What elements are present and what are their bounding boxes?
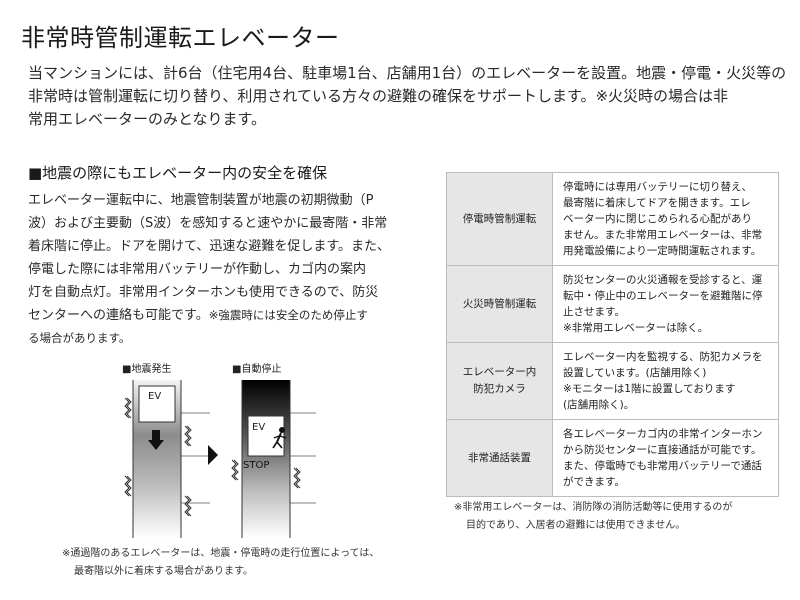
table-desc-line: 転中・停止中のエレベーターを避難階に停 [563,290,763,302]
intro-line: 非常時は管制運転に切り替り、利用されている方々の避難の確保をサポートします。※火… [28,87,729,105]
table-row-desc: 各エレベーターカゴ内の非常インターホン から防災センターに直接通話が可能です。 … [552,419,779,497]
table-desc-line: ※モニターは1階に設置しております [563,383,736,395]
table-desc-line: ません。また非常用エレベーターは、非常 [563,229,763,241]
table-row-desc: 防災センターの火災通報を受診すると、運 転中・停止中のエレベーターを避難階に停 … [552,265,779,343]
elevator-diagram-graphic [124,380,316,538]
running-person-icon [272,427,287,449]
right-triangle-icon [208,445,218,465]
table-desc-line: 防災センターの火災通報を受診すると、運 [563,274,763,286]
footnote-left: ※通過階のあるエレベーターは、地震・停電時の走行位置によっては、 最寄階以外に着… [62,545,379,581]
table-desc-line: ※非常用エレベーターは除く。 [563,322,709,334]
table-label-line: エレベーター内 [462,366,537,378]
table-row-desc: エレベーター内を監視する、防犯カメラを 設置しています。(店舗用除く) ※モニタ… [552,342,779,420]
table-label-line: 停電時管制運転 [462,212,537,225]
section-body-line: 灯を自動点灯。非常用インターホンも使用できるので、防災 [28,285,379,300]
ev-label-left: EV [148,391,162,402]
footnote-line: ※通過階のあるエレベーターは、地震・停電時の走行位置によっては、 [62,548,380,559]
table-row: エレベーター内 防犯カメラ エレベーター内を監視する、防犯カメラを 設置していま… [446,342,779,420]
intro-line: 常用エレベーターのみとなります。 [28,110,267,128]
table-row-label: 非常通話装置 [446,419,553,497]
intro-line: 当マンションには、計6台（住宅用4台、駐車場1台、店舗用1台）のエレベーターを設… [28,64,787,82]
table-desc-line: 最寄階に着床してドアを開きます。エレ [563,197,751,209]
footnote-line: 目的であり、入居者の避難には使用できません。 [466,520,686,531]
diagram-label-autostop: ■自動停止 [232,364,282,375]
section-body-line: センターへの連絡も可能です。※強震時には安全のため停止す [28,304,390,327]
table-desc-line: 用発電設備により一定時間運転されます。 [563,245,762,257]
section-body-note: ※強震時には安全のため停止す [208,308,368,322]
section-body-line: 着床階に停止。ドアを開けて、迅速な避難を促します。また、 [28,239,391,254]
table-label-line: 非常通話装置 [468,451,531,464]
intro-text: 当マンションには、計6台（住宅用4台、駐車場1台、店舗用1台）のエレベーターを設… [28,62,787,131]
table-row-label: 火災時管制運転 [446,265,553,343]
elevator-diagram: ■地震発生 ■自動停止 [110,358,330,538]
section-heading: ■地震の際にもエレベーター内の安全を確保 [28,164,328,182]
table-desc-line: ができます。 [563,476,625,488]
table-desc-line: また、停電時でも非常用バッテリーで通話 [563,460,762,472]
table-desc-line: 停電時には専用バッテリーに切り替え、 [563,181,752,193]
page-title: 非常時管制運転エレベーター [21,24,340,52]
section-body-line: 停電した際には非常用バッテリーが作動し、カゴ内の案内 [28,262,367,277]
table-desc-line: エレベーター内を監視する、防犯カメラを [563,351,763,363]
section-body-note-line: る場合があります。 [28,331,131,345]
table-row: 停電時管制運転 停電時には専用バッテリーに切り替え、 最寄階に着床してドアを開き… [446,172,779,266]
table-row: 非常通話装置 各エレベーターカゴ内の非常インターホン から防災センターに直接通話… [446,419,779,497]
ev-label-right: EV [252,422,266,433]
table-row-label: エレベーター内 防犯カメラ [446,342,553,420]
table-row-label: 停電時管制運転 [446,172,553,266]
footnote-line: ※非常用エレベーターは、消防隊の消防活動等に使用するのが [454,502,733,513]
table-desc-line: (店舗用除く)。 [563,399,635,411]
table-desc-line: から防災センターに直接通話が可能です。 [563,444,762,456]
footnote-right: ※非常用エレベーターは、消防隊の消防活動等に使用するのが 目的であり、入居者の避… [454,499,732,535]
features-table: 停電時管制運転 停電時には専用バッテリーに切り替え、 最寄階に着床してドアを開き… [446,172,779,497]
table-desc-line: ベーター内に閉じこめられる心配があり [563,213,752,225]
table-desc-line: 設置しています。(店舗用除く) [563,367,707,379]
down-arrow-icon [148,430,164,450]
table-row-desc: 停電時には専用バッテリーに切り替え、 最寄階に着床してドアを開きます。エレ ベー… [552,172,779,266]
section-body-line: エレベーター運転中に、地震管制装置が地震の初期微動（P [28,193,374,208]
section-body: エレベーター運転中に、地震管制装置が地震の初期微動（P 波）および主要動（S波）… [28,189,390,350]
footnote-line: 最寄階以外に着床する場合があります。 [74,566,253,577]
table-desc-line: 止させます。 [563,306,625,318]
table-desc-line: 各エレベーターカゴ内の非常インターホン [563,428,763,440]
table-row: 火災時管制運転 防災センターの火災通報を受診すると、運 転中・停止中のエレベータ… [446,265,779,343]
table-label-line: 防犯カメラ [473,383,526,395]
section-body-text: センターへの連絡も可能です。 [28,308,209,323]
table-label-line: 火災時管制運転 [462,297,537,310]
section-body-line: 波）および主要動（S波）を感知すると速やかに最寄階・非常 [28,216,388,231]
stop-label: STOP [243,460,270,471]
diagram-label-earthquake: ■地震発生 [122,364,172,375]
